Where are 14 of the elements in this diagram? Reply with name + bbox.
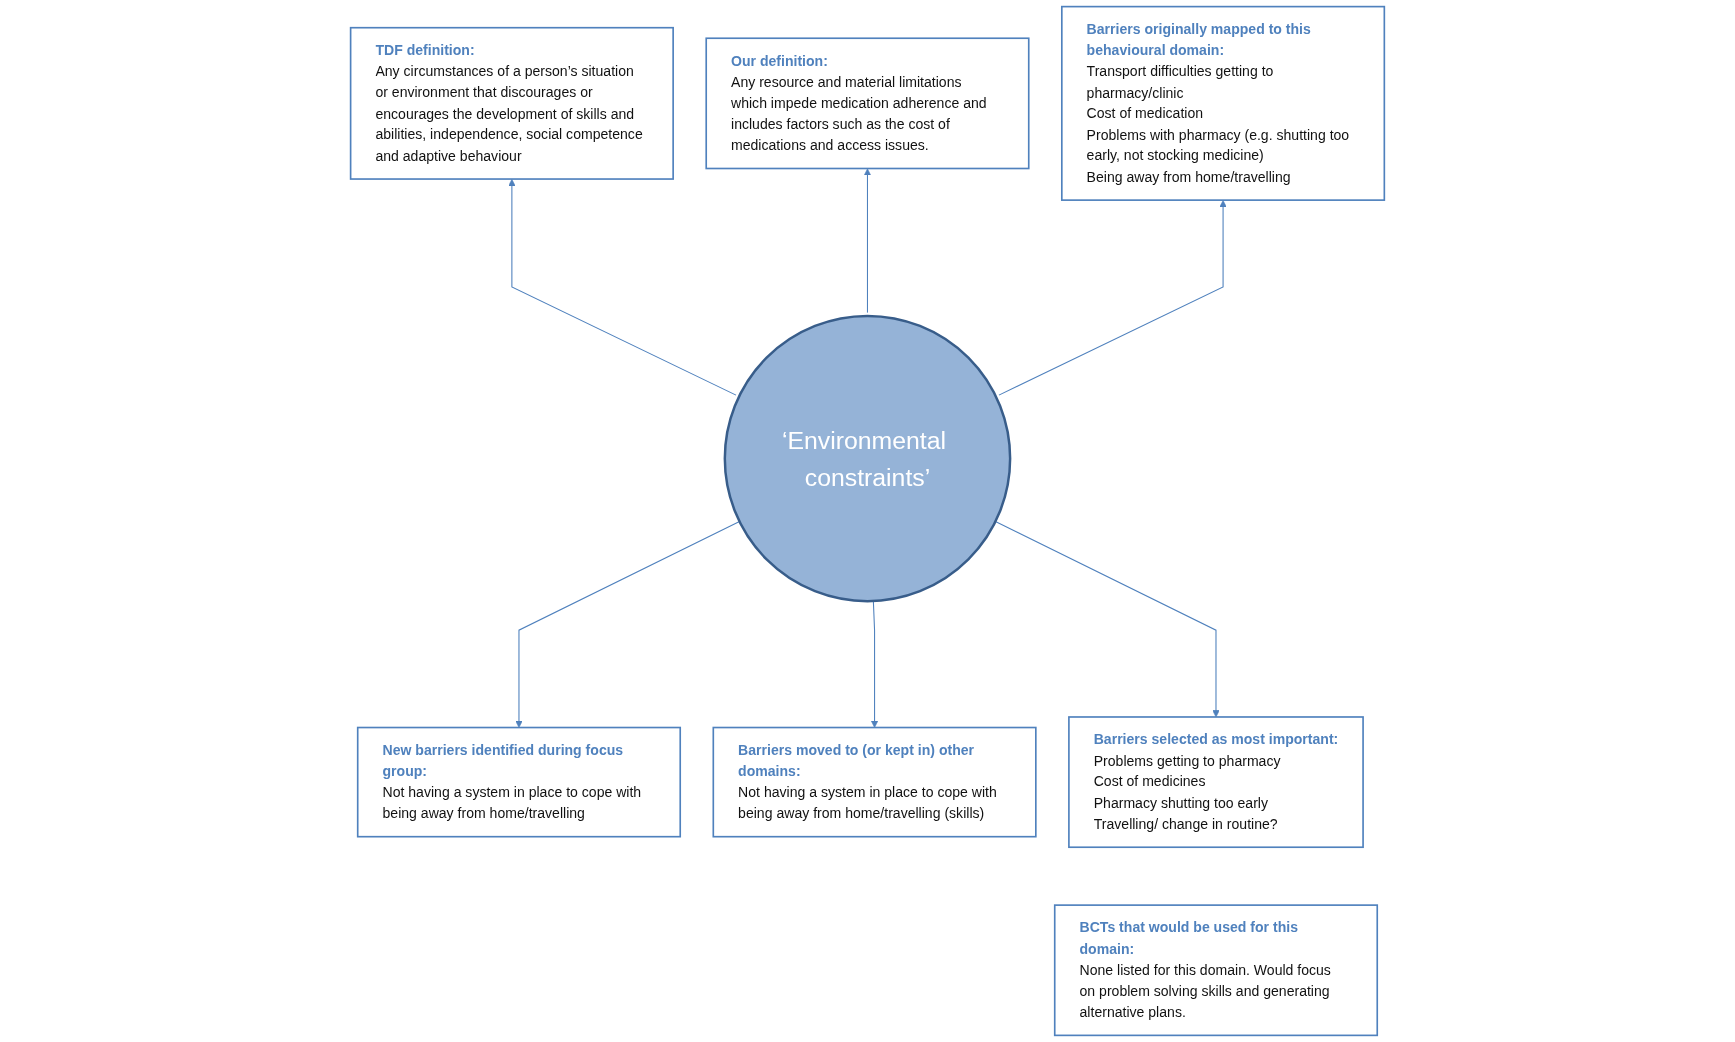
node-box: Barriers originally mapped to this behavioural domain: Transport difficulties getting to pharmacy/clinic Cost of medication Problems with pharmacy (e.g. shutting too early, not stocking medicine) Being away from home/travelling [1061, 5, 1386, 201]
arrow [994, 521, 1220, 718]
node-circle: ‘Environmental constraints’ [723, 314, 1012, 603]
node-box: Barriers moved to (or kept in) other domains: Not having a system in place to cope with being away from home/travelling (skills) [712, 726, 1037, 838]
arrow [863, 168, 872, 314]
node-box: BCTs that would be used for this domain: None listed for this domain. Would focus on problem solving skills and generating alternative plans. [1053, 904, 1379, 1037]
arrow [515, 521, 741, 728]
node-box: TDF definition: Any circumstances of a person’s situation or environment that discourages or encourages the development of skills and abilities, independence, social competence and adaptive behaviour [349, 26, 674, 180]
node-box: New barriers identified during focus group: Not having a system in place to cope with being away from home/travelling [356, 726, 682, 838]
arrow [870, 600, 879, 728]
node-box: Barriers selected as most important: Problems getting to pharmacy Cost of medicines Pharmacy shutting too early Travelling/ change in routine? [1068, 716, 1364, 849]
arrow [998, 200, 1227, 396]
arrow [508, 179, 737, 396]
node-box: Our definition: Any resource and material limitations which impede medication adherence and includes factors such as the cost of medications and access issues. [705, 37, 1030, 170]
